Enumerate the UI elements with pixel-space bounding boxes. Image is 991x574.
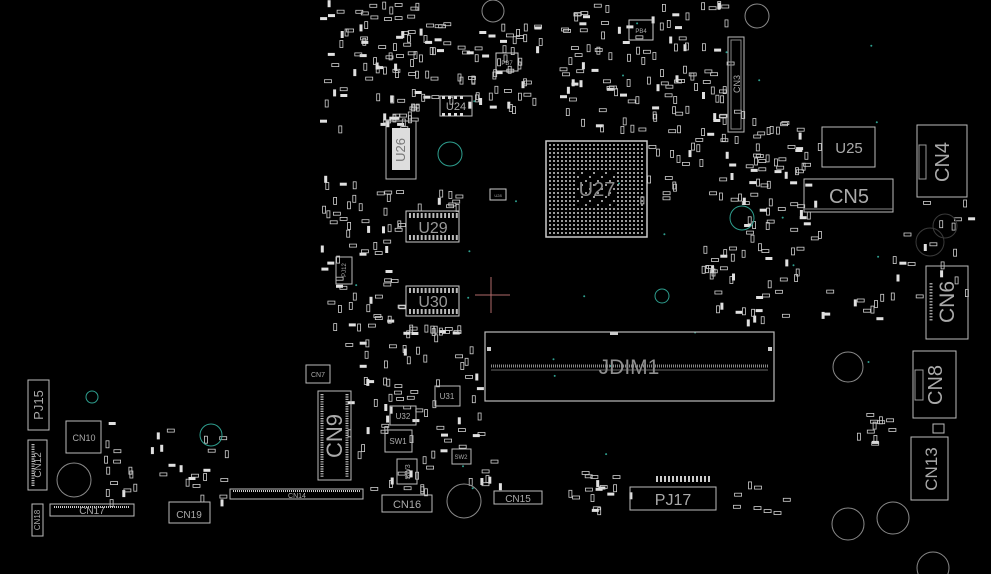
pj15-connector: PJ15 — [27, 379, 50, 431]
label-u31: U31 — [440, 392, 455, 401]
mounting-hole — [744, 3, 770, 29]
label-sw2: SW2 — [454, 455, 468, 461]
mounting-hole — [916, 551, 950, 574]
u25-outline: U25 — [821, 126, 876, 168]
cn15-connector: CN15 — [493, 490, 543, 505]
cn17-connector: CN17 — [49, 503, 135, 517]
sw2-switch: SW2 — [451, 448, 472, 465]
pj17-connector: PJ17 — [629, 476, 717, 511]
label-cn16: CN16 — [393, 499, 421, 511]
vias — [355, 22, 880, 490]
label-cn13: CN13 — [922, 447, 941, 490]
u24-outline: U24 — [439, 95, 473, 117]
label-u24: U24 — [446, 101, 466, 113]
cn6-connector: CN6 — [925, 265, 969, 340]
label-u25: U25 — [835, 140, 863, 157]
mounting-hole — [915, 227, 945, 257]
u30-memory: U30 — [405, 285, 460, 317]
label-pj12: PJ12 — [342, 263, 348, 277]
sw3-switch: SW3 — [396, 458, 418, 485]
label-u30: U30 — [418, 294, 447, 311]
cn18-connector: CN18 — [31, 503, 44, 537]
mounting-holes — [56, 0, 958, 574]
jdim1-slot: JDIM1 — [484, 331, 775, 402]
label-u27: U27 — [579, 179, 616, 201]
label-u29: U29 — [418, 220, 447, 237]
passive-components — [104, 0, 976, 516]
label-cn3: CN3 — [732, 75, 742, 93]
cn8-connector: CN8 — [912, 350, 957, 419]
label-cn7: CN7 — [311, 372, 325, 379]
label-u28: U28 — [494, 193, 502, 198]
mounting-hole — [446, 483, 482, 519]
cn12-connector: CN12 — [27, 439, 48, 491]
mounting-hole — [481, 0, 505, 23]
label-cn10: CN10 — [72, 433, 95, 443]
cn14-connector: CN14 — [229, 488, 364, 500]
mounting-hole — [832, 351, 864, 383]
label-pj17: PJ17 — [655, 492, 692, 509]
large-vias — [85, 141, 755, 447]
cn7-connector: CN7 — [305, 364, 331, 384]
pb4-chip: PB4 — [628, 19, 654, 41]
label-pb4: PB4 — [635, 29, 647, 35]
cn4-connector: CN4 — [916, 124, 968, 198]
label-cn18: CN18 — [33, 509, 42, 530]
cn3-connector: CN3 — [727, 36, 745, 133]
u32-chip: U32 — [389, 405, 417, 426]
label-cn12: CN12 — [33, 452, 44, 478]
label-sw1: SW1 — [389, 437, 407, 446]
bga-balls — [549, 144, 643, 234]
u27-bga: U27 — [545, 140, 648, 238]
mounting-hole — [876, 501, 910, 535]
cn19-connector: CN19 — [168, 501, 211, 524]
u29-memory: U29 — [405, 210, 460, 243]
label-jdim1: JDIM1 — [599, 356, 660, 379]
mounting-hole — [932, 213, 958, 239]
cn5-connector: CN5 — [803, 178, 894, 213]
origin-marker — [475, 277, 510, 313]
label-cn4: CN4 — [932, 142, 954, 182]
cn9-connector: CN9 — [317, 390, 352, 481]
cn16-connector: CN16 — [381, 494, 433, 513]
label-cn14: CN14 — [288, 493, 306, 500]
mounting-hole — [56, 462, 92, 498]
label-cn6: CN6 — [936, 281, 959, 323]
cn10-connector: CN10 — [65, 420, 102, 454]
mounting-hole — [831, 507, 865, 541]
u26-outline: U26 — [385, 120, 417, 180]
cn13-connector: CN13 — [910, 423, 949, 501]
label-cn19: CN19 — [176, 510, 202, 521]
label-cn15: CN15 — [505, 494, 531, 505]
label-cn5: CN5 — [829, 186, 869, 208]
u28-chip: U28 — [489, 188, 507, 201]
label-u26: U26 — [393, 138, 408, 162]
sw1-switch: SW1 — [384, 429, 413, 453]
label-pb7: PB7 — [501, 61, 513, 67]
u31-chip: U31 — [434, 385, 461, 407]
label-pj15: PJ15 — [31, 390, 46, 420]
label-cn17: CN17 — [79, 506, 105, 517]
pj12-chip: PJ12 — [335, 256, 353, 285]
pb7-chip: PB7 — [495, 52, 519, 72]
label-cn9: CN9 — [322, 414, 347, 458]
label-cn8: CN8 — [925, 365, 947, 405]
label-sw3: SW3 — [405, 464, 412, 479]
label-u32: U32 — [396, 412, 411, 421]
